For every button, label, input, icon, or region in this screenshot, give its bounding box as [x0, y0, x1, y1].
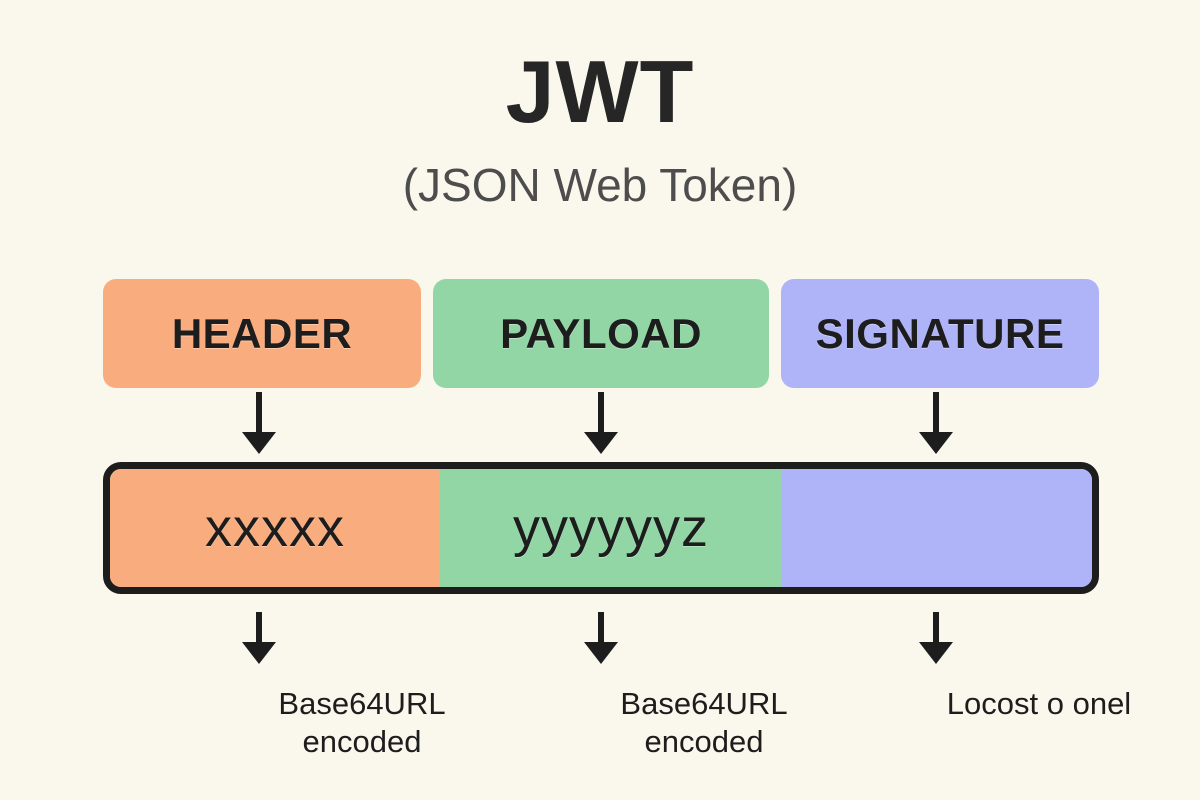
token-segment-payload-text: yyyyyyz: [513, 498, 709, 558]
arrow-stem: [933, 612, 939, 646]
caption-signature: Locost o onel: [946, 686, 1132, 721]
arrow-head: [242, 642, 276, 664]
page-subtitle: (JSON Web Token): [402, 159, 798, 211]
part-label-header: HEADER: [171, 309, 353, 357]
arrow-head: [584, 642, 618, 664]
title-block: JWT (JSON Web Token): [0, 42, 1200, 211]
arrow-down-icon-token-signature-to-caption: [906, 612, 966, 664]
page-title: JWT: [505, 42, 695, 141]
jwt-parts-row: HEADER PAYLOAD SIGNATURE: [103, 279, 1099, 388]
part-box-payload: PAYLOAD: [433, 279, 769, 388]
caption-row: Base64URL encoded Base64URL encoded Loco…: [103, 685, 1131, 775]
arrow-down-icon-header-to-token: [229, 392, 289, 454]
arrow-head: [242, 432, 276, 454]
part-label-signature: SIGNATURE: [815, 309, 1065, 357]
part-box-header: HEADER: [103, 279, 421, 388]
arrow-down-icon-signature-to-token: [906, 392, 966, 454]
caption-payload: Base64URL encoded: [620, 686, 788, 760]
token-segment-signature: [782, 469, 1092, 587]
arrow-head: [919, 642, 953, 664]
arrow-stem: [933, 392, 939, 436]
arrow-stem: [256, 392, 262, 436]
arrow-stem: [598, 612, 604, 646]
arrow-down-icon-token-header-to-caption: [229, 612, 289, 664]
part-box-signature: SIGNATURE: [781, 279, 1099, 388]
arrow-down-icon-payload-to-token: [571, 392, 631, 454]
jwt-token-bar: xxxxx yyyyyyz: [103, 462, 1099, 594]
arrow-stem: [256, 612, 262, 646]
arrow-head: [919, 432, 953, 454]
token-segment-payload: yyyyyyz: [440, 469, 782, 587]
arrow-stem: [598, 392, 604, 436]
token-segment-header: xxxxx: [110, 469, 440, 587]
arrow-down-icon-token-payload-to-caption: [571, 612, 631, 664]
token-segment-header-text: xxxxx: [205, 498, 345, 558]
part-label-payload: PAYLOAD: [500, 309, 702, 357]
caption-header: Base64URL encoded: [278, 686, 446, 760]
arrow-head: [584, 432, 618, 454]
